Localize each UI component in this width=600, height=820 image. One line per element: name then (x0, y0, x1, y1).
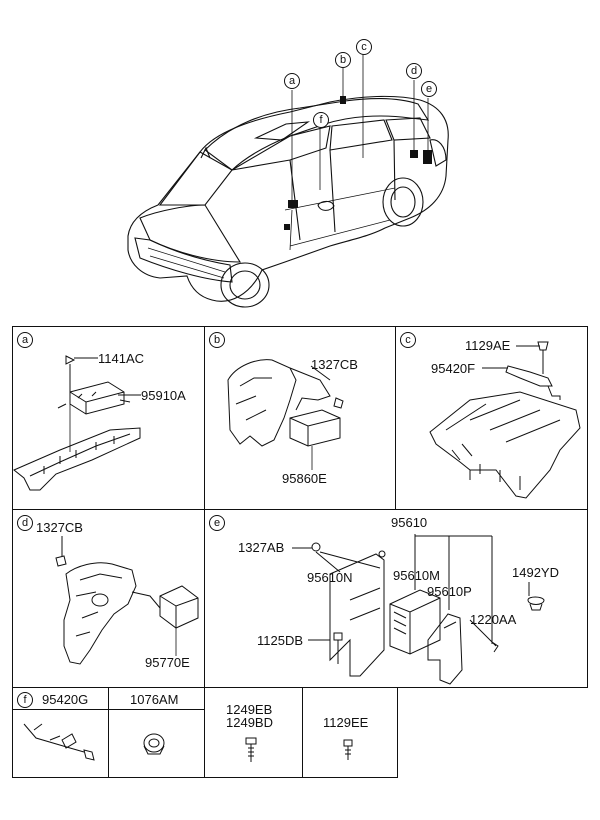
section-f-letter: f (17, 692, 33, 708)
callout-a: a (284, 73, 300, 89)
part-95910A: 95910A (141, 388, 186, 403)
section-a-letter: a (17, 332, 33, 348)
part-1076AM: 1076AM (130, 692, 179, 707)
part-95860E: 95860E (282, 471, 327, 486)
part-95610: 95610 (391, 515, 428, 530)
callout-e: e (421, 81, 437, 97)
section-b-letter: b (209, 332, 225, 348)
section-f-header-line (13, 709, 204, 710)
section-c-letter: c (400, 332, 416, 348)
callout-b: b (335, 52, 351, 68)
part-1249EB: 1249EB (226, 702, 273, 717)
section-f-divider (108, 688, 109, 777)
part-1220AA: 1220AA (470, 612, 517, 627)
part-95420G: 95420G (42, 692, 89, 707)
callout-f: f (313, 112, 329, 128)
part-1249BD: 1249BD (226, 715, 273, 730)
part-1327CB-d: 1327CB (36, 520, 83, 535)
part-1129AE: 1129AE (465, 338, 511, 353)
part-1125DB: 1125DB (257, 633, 304, 648)
section-h-panel (302, 687, 398, 778)
callout-d: d (406, 63, 422, 79)
part-95420F: 95420F (431, 361, 476, 376)
part-95770E: 95770E (145, 655, 190, 670)
part-1492YD: 1492YD (512, 565, 559, 580)
section-d-letter: d (17, 515, 33, 531)
car-illustration (127, 55, 449, 308)
part-95610M: 95610M (393, 568, 440, 583)
section-e-letter: e (209, 515, 225, 531)
part-1327AB: 1327AB (238, 540, 285, 555)
callout-c: c (356, 39, 372, 55)
part-1129EE: 1129EE (323, 715, 369, 730)
part-1141AC: 1141AC (98, 351, 145, 366)
part-1327CB-b: 1327CB (311, 357, 358, 372)
